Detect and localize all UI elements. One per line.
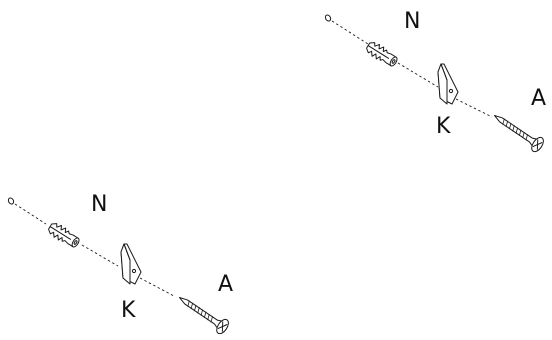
wall-plug xyxy=(48,223,80,248)
screw-thread xyxy=(187,300,214,323)
screw-thread xyxy=(502,118,529,141)
screw xyxy=(178,296,229,335)
insertion-axis xyxy=(139,277,175,297)
screw xyxy=(493,114,544,153)
insertion-axis xyxy=(81,244,119,267)
hanger-bracket xyxy=(120,243,142,285)
insertion-axis xyxy=(331,20,369,45)
assembly-lower: N K A xyxy=(7,192,233,335)
insertion-axis xyxy=(14,203,47,225)
label-hanger: K xyxy=(121,298,136,323)
insertion-axis xyxy=(455,98,493,118)
insertion-axis xyxy=(397,62,439,88)
wall-hole xyxy=(7,197,15,205)
label-screw: A xyxy=(531,86,546,111)
assembly-upper: N K A xyxy=(324,9,546,153)
label-anchor: N xyxy=(404,9,420,34)
hanger-bracket xyxy=(437,63,459,105)
label-hanger: K xyxy=(436,114,451,139)
wall-hole xyxy=(324,14,332,22)
label-anchor: N xyxy=(91,192,107,217)
wall-plug xyxy=(366,42,398,67)
label-screw: A xyxy=(218,272,233,297)
